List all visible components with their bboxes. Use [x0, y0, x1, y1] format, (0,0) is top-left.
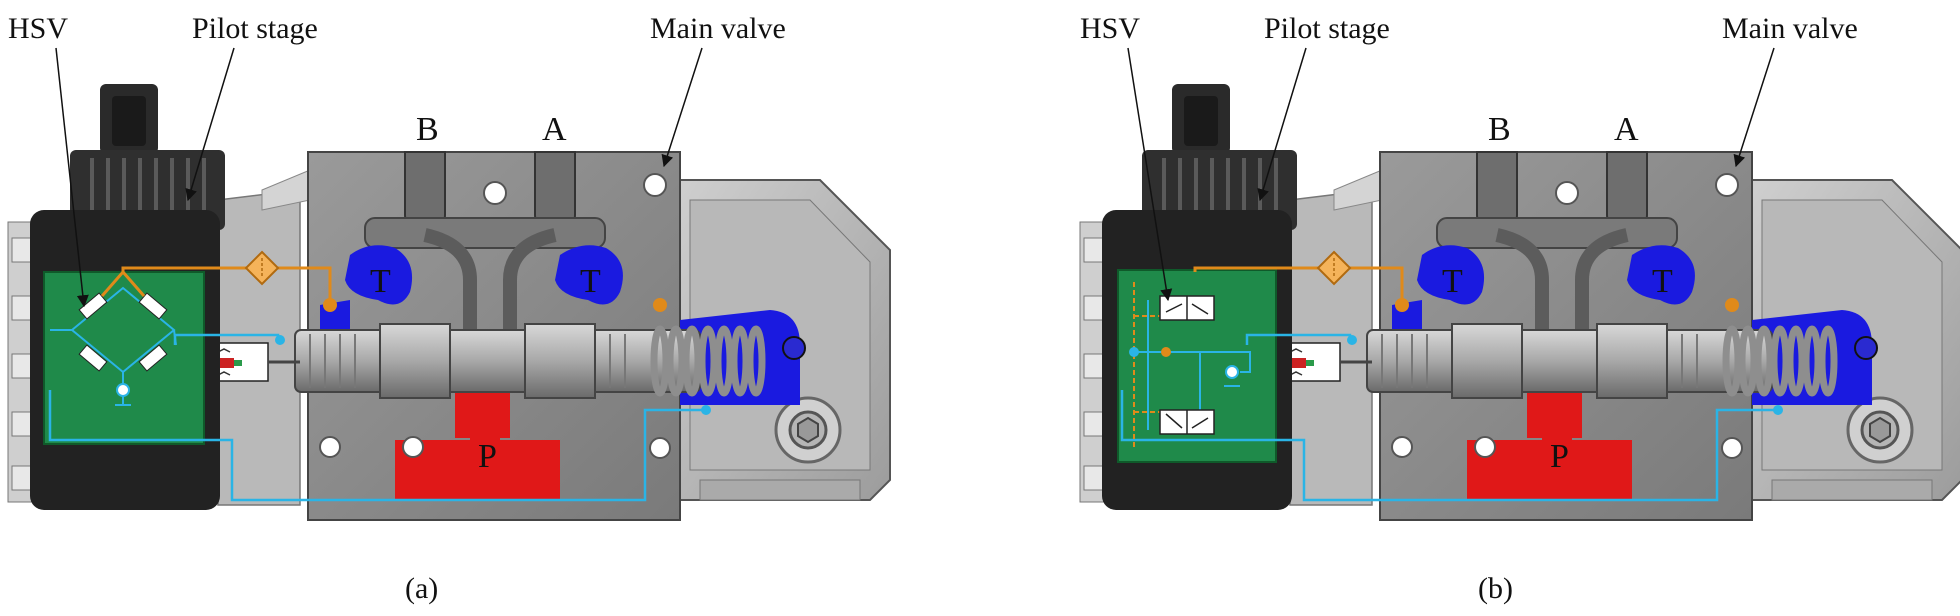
port-b-label: B: [416, 111, 439, 148]
port-t-right-label: T: [580, 263, 601, 300]
hsv-valve-symbols-a: [78, 292, 168, 372]
port-t-left-label: T: [370, 263, 391, 300]
port-p-label: P: [1550, 438, 1569, 475]
main-valve-label: Main valve: [650, 12, 786, 45]
caption-b: (b): [1478, 572, 1513, 605]
pilot-board-a: [43, 271, 205, 445]
hsv-label: HSV: [8, 12, 68, 45]
main-valve-label: Main valve: [1722, 12, 1858, 45]
main-arrow-a: [661, 47, 703, 168]
hsv-label: HSV: [1080, 12, 1140, 45]
port-b-label: B: [1488, 111, 1511, 148]
pilot-stage-label: Pilot stage: [1264, 12, 1390, 45]
main-arrow-b: [1733, 47, 1775, 168]
panel-b: HSV Pilot stage Main valve B A T T P (b): [1080, 12, 1960, 605]
pilot-arrow-a: [185, 47, 235, 202]
port-p-label: P: [478, 438, 497, 475]
port-t-right-label: T: [1652, 263, 1673, 300]
caption-a: (a): [405, 572, 438, 605]
hsv-valve-symbols-b: [1159, 295, 1215, 435]
hsv-arrow-a: [55, 47, 89, 308]
port-a-label: A: [1614, 111, 1639, 148]
hsv-arrow-b: [1127, 47, 1173, 302]
port-t-left-label: T: [1442, 263, 1463, 300]
hsv-dual-circuit: [1129, 282, 1251, 450]
pilot-stage-label: Pilot stage: [192, 12, 318, 45]
panel-a: HSV Pilot stage Main valve B A T T P (a): [8, 12, 890, 605]
port-a-label: A: [542, 111, 567, 148]
pilot-arrow-b: [1257, 47, 1307, 202]
